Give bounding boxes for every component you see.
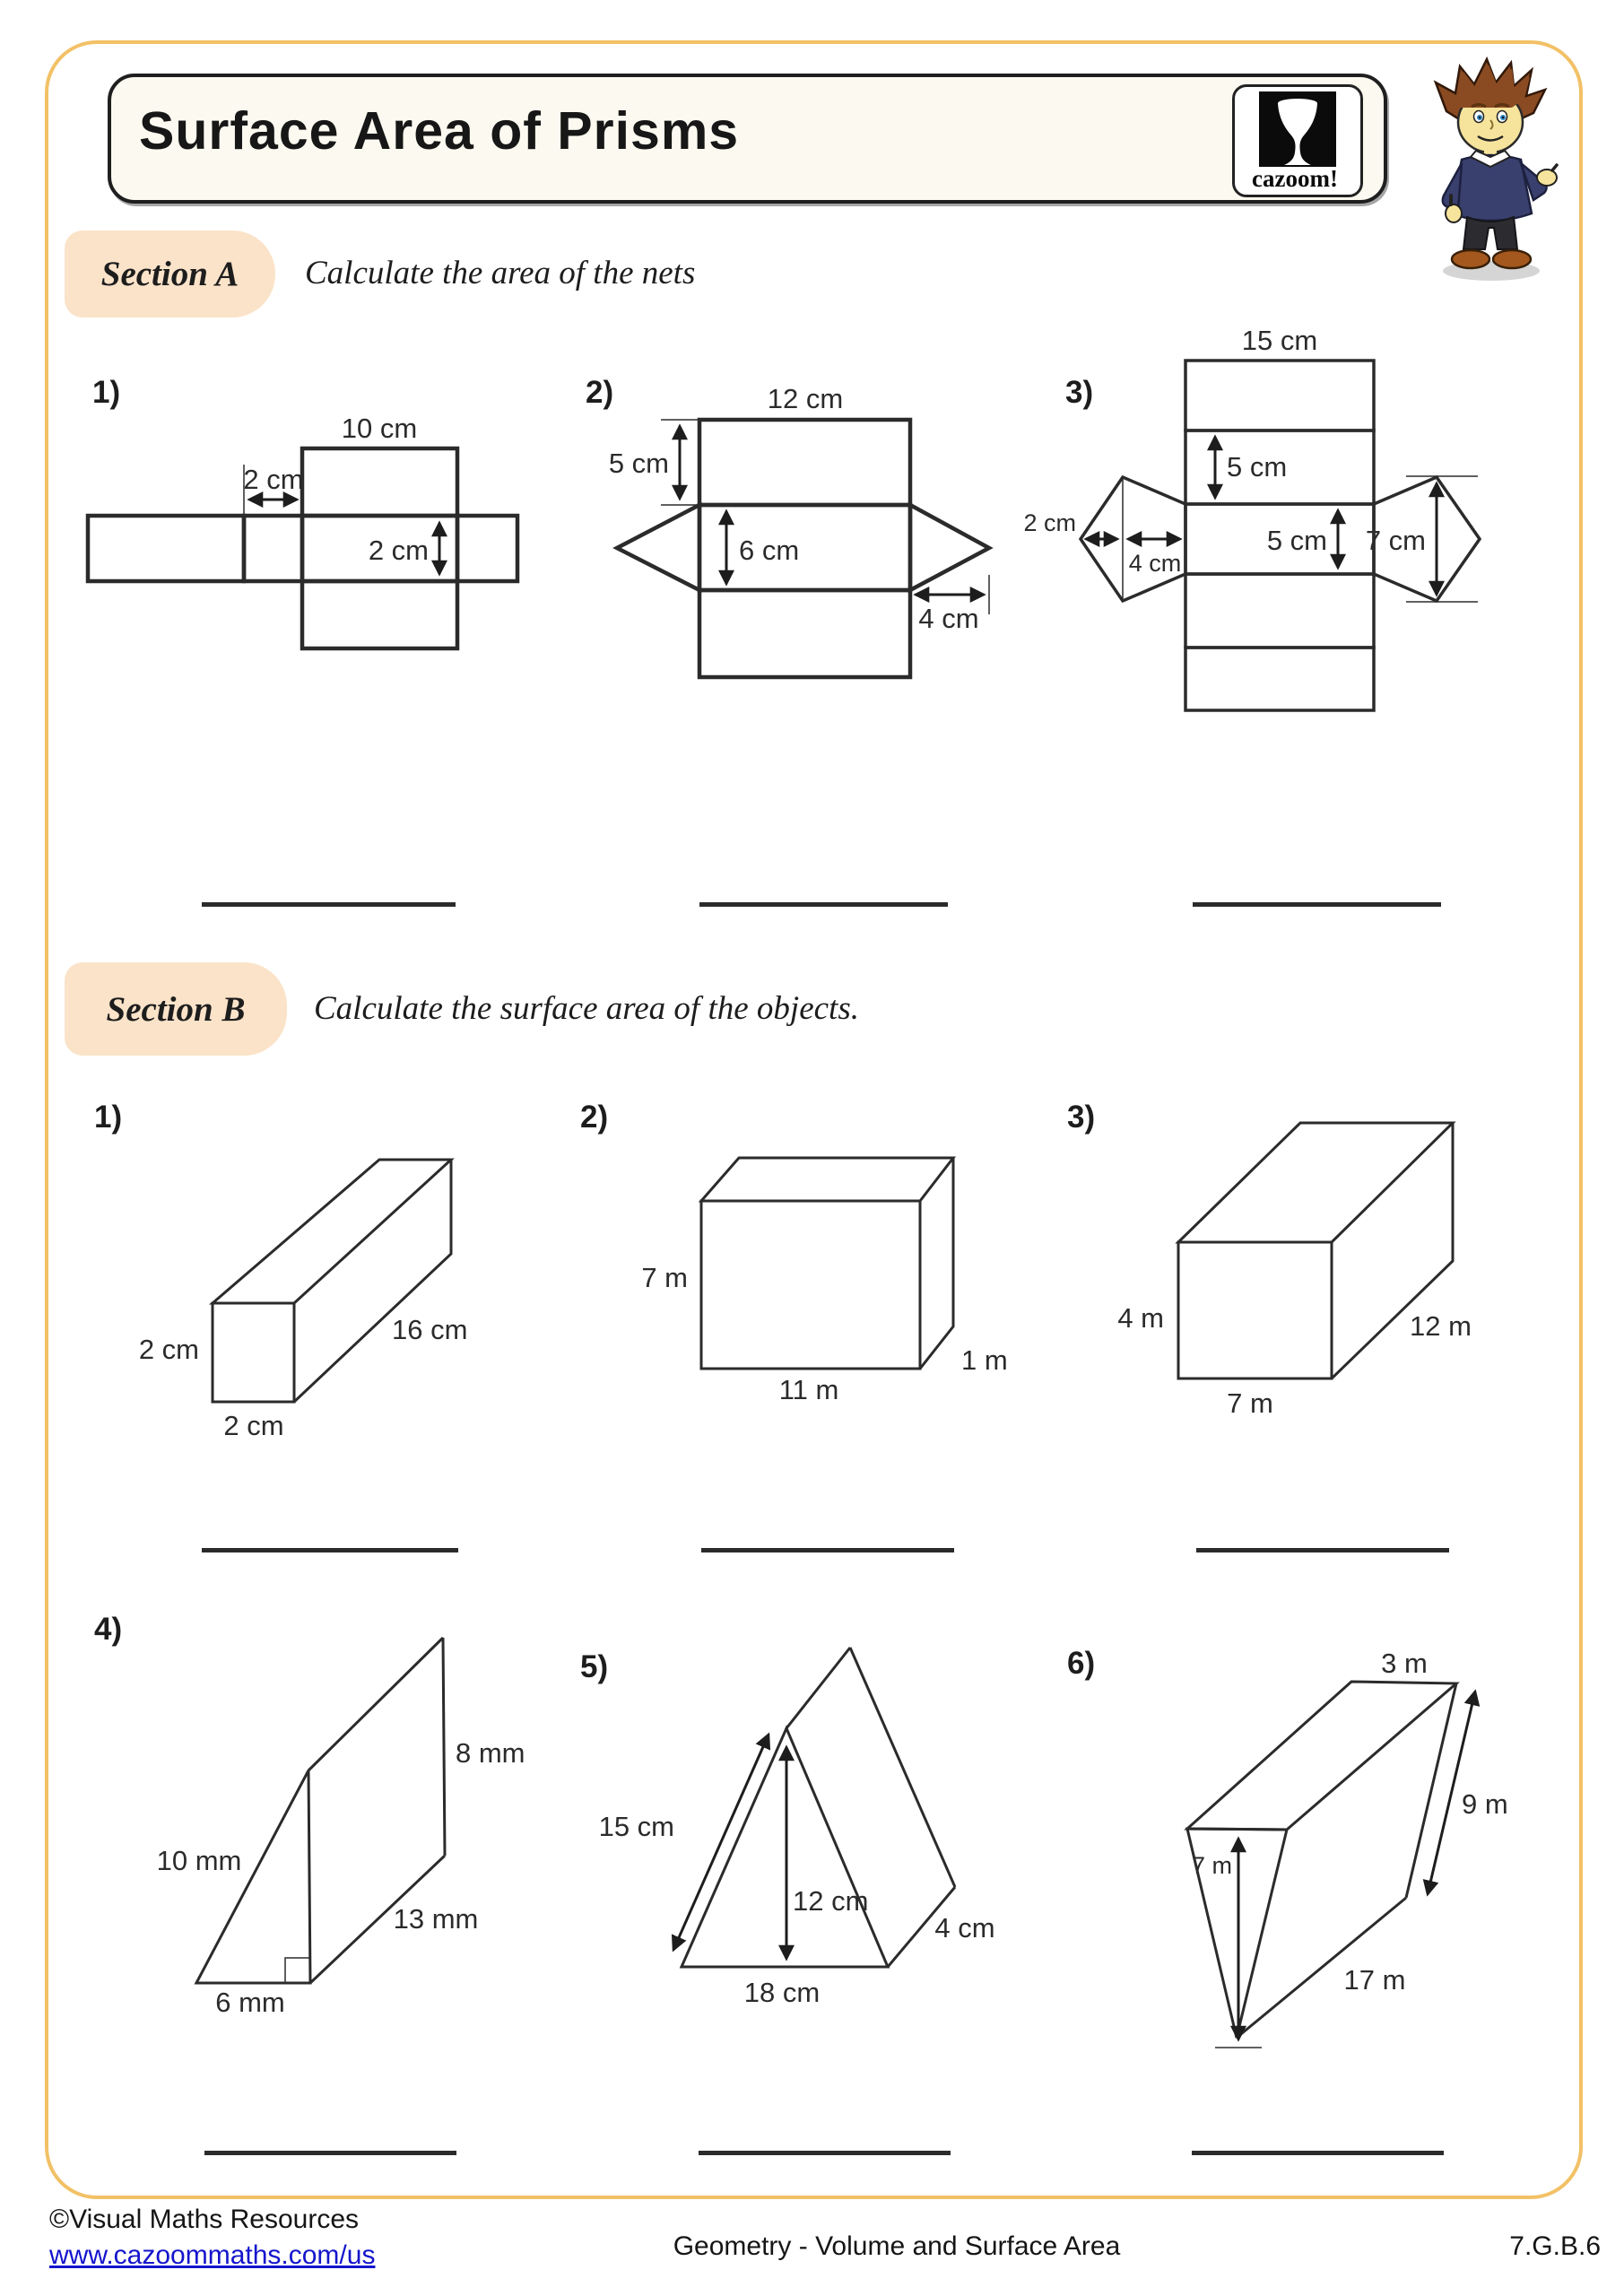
dimension-label: 7 cm [1366, 525, 1426, 556]
cazoom-brand-text: cazoom! [1252, 165, 1338, 192]
dimension-label: 17 m [1344, 1964, 1406, 1996]
dimension-label: 2 cm [1023, 509, 1076, 536]
net-pentagonal-prism: 15 cm 5 cm 5 cm 2 cm 4 cm 7 cm [1023, 325, 1482, 712]
answer-line [1193, 902, 1441, 907]
question-b2-number: 2) [580, 1100, 609, 1135]
question-a1-number: 1) [92, 375, 121, 410]
page-title: Surface Area of Prisms [139, 101, 740, 161]
answer-line [699, 902, 948, 907]
question-b5-number: 5) [580, 1649, 609, 1684]
worksheet-title-box [108, 74, 1387, 204]
cuboid-7x4x12: 4 m 7 m 12 m [1117, 1121, 1472, 1419]
dimension-label: 6 cm [739, 535, 799, 566]
answer-line [204, 2151, 456, 2155]
dimension-label: 4 m [1117, 1302, 1164, 1334]
page-accent-border [45, 40, 1583, 2199]
goblet-icon [1278, 99, 1317, 165]
dimension-label: 4 cm [918, 603, 978, 634]
dimension-label: 3 m [1381, 1648, 1428, 1679]
dimension-label: 2 cm [223, 1410, 283, 1441]
answer-line [699, 2151, 951, 2155]
dimension-label: 9 m [1462, 1788, 1508, 1820]
dimension-label: 7 m [1192, 1852, 1232, 1879]
footer-link[interactable]: www.cazoommaths.com/us [49, 2240, 376, 2270]
section-b-label: Section B [65, 962, 287, 1056]
dimension-label: 4 cm [1129, 550, 1182, 577]
triangular-prism-inverted: 3 m 9 m 7 m 17 m [1184, 1648, 1508, 2048]
answer-line [1192, 2151, 1444, 2155]
answer-line [1196, 1548, 1449, 1552]
dimension-label: 7 m [1227, 1387, 1273, 1419]
net-rectangular-prism: 10 cm 2 cm 2 cm [85, 413, 520, 651]
section-a-label: Section A [65, 230, 275, 317]
triangular-prism-right: 10 mm 8 mm 13 mm 6 mm [157, 1636, 525, 2018]
section-b-instruction: Calculate the surface area of the object… [314, 990, 859, 1027]
question-b6-number: 6) [1067, 1646, 1096, 1681]
dimension-label: 2 cm [369, 535, 429, 566]
dimension-label: 15 cm [1242, 325, 1317, 356]
question-b4-number: 4) [94, 1612, 123, 1647]
footer-standard-code: 7.G.B.6 [1509, 2231, 1601, 2261]
dimension-label: 11 m [779, 1374, 839, 1405]
dimension-label: 7 m [641, 1262, 688, 1293]
cuboid-11x7x1: 7 m 11 m 1 m [641, 1156, 1008, 1405]
dimension-label: 1 m [961, 1344, 1008, 1376]
dimension-label: 18 cm [744, 1977, 820, 2008]
answer-line [701, 1548, 954, 1552]
mascot-illustration [1433, 56, 1559, 281]
dimension-label: 12 m [1410, 1310, 1472, 1342]
net-triangular-prism: 12 cm 5 cm 6 cm 4 cm [609, 383, 994, 680]
dimension-label: 2 cm [139, 1334, 199, 1365]
footer-copyright: ©Visual Maths Resources [49, 2205, 360, 2234]
dimension-label: 16 cm [392, 1314, 467, 1345]
dimension-label: 5 cm [609, 448, 669, 479]
dimension-label: 13 mm [394, 1903, 479, 1935]
answer-line [202, 1548, 458, 1552]
cuboid-2x2x16: 2 cm 2 cm 16 cm [139, 1158, 467, 1441]
dimension-label: 12 cm [768, 383, 843, 414]
dimension-label: 12 cm [793, 1885, 868, 1917]
dimension-label: 8 mm [456, 1737, 525, 1769]
dimension-label: 10 cm [342, 413, 417, 444]
section-a-instruction: Calculate the area of the nets [305, 255, 696, 291]
dimension-label: 5 cm [1267, 525, 1327, 556]
footer-subject: Geometry - Volume and Surface Area [673, 2231, 1121, 2261]
answer-line [202, 902, 456, 907]
question-a3-number: 3) [1065, 375, 1094, 410]
question-b1-number: 1) [94, 1100, 123, 1135]
dimension-label: 5 cm [1227, 451, 1287, 483]
dimension-label: 4 cm [934, 1912, 994, 1944]
dimension-label: 15 cm [599, 1811, 674, 1842]
dimension-label: 10 mm [157, 1845, 242, 1876]
dimension-label: 6 mm [215, 1987, 285, 2018]
question-a2-number: 2) [586, 375, 614, 410]
triangular-prism-tent: 15 cm 12 cm 4 cm 18 cm [599, 1647, 995, 2008]
dimension-label: 2 cm [243, 464, 303, 495]
question-b3-number: 3) [1067, 1100, 1096, 1135]
